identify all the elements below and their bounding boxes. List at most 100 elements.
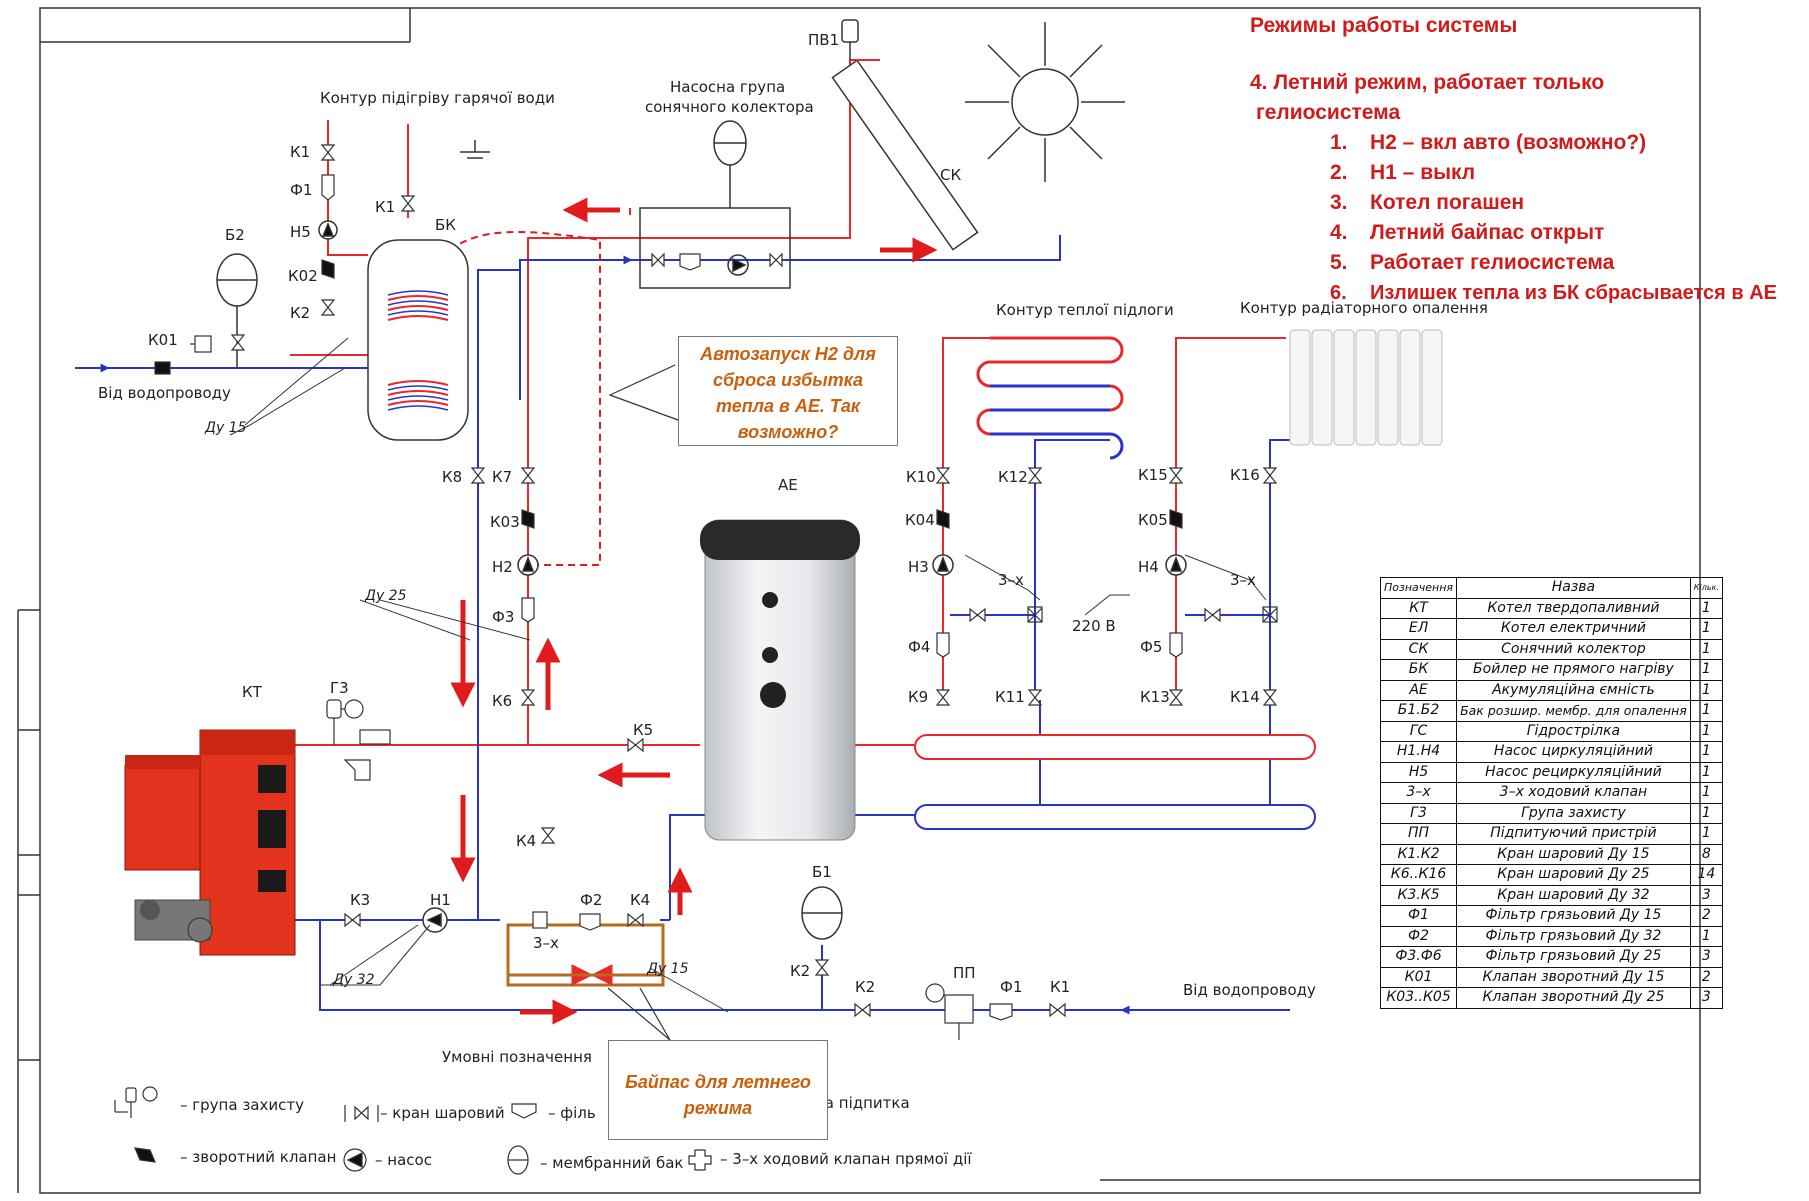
spec-cell-designation: Ф3.Ф6: [1379, 946, 1458, 968]
label-pv1: ПВ1: [808, 31, 839, 49]
label-k6: К6: [492, 692, 512, 710]
protection-group-g3: [326, 699, 391, 781]
label-pp: ПП: [953, 964, 976, 982]
operating-modes: Режимы работы системы 4. Летний режим, р…: [1250, 14, 1800, 308]
label-k1-bk: К1: [375, 198, 395, 216]
label-k4-mid: К4: [516, 832, 536, 850]
callout-autostart-line: возможно?: [737, 422, 839, 442]
spec-cell-name: Група захисту: [1456, 802, 1691, 824]
spec-cell-name: Підпитуючий пристрій: [1456, 823, 1691, 845]
spec-cell-qty: 1: [1689, 618, 1723, 640]
label-k04: К04: [905, 511, 935, 529]
mode-item-num: 2.: [1330, 161, 1348, 184]
callout-bypass-line: Байпас для летнего: [625, 1072, 811, 1092]
callout-pointer: [608, 364, 679, 421]
modes-title: Режимы работы системы: [1250, 14, 1518, 37]
spec-cell-qty: 8: [1689, 843, 1723, 865]
mode-item: 1.Н2 – вкл авто (возможно?): [1250, 128, 1800, 158]
pump-n4: [1165, 554, 1187, 576]
label-radiator-loop: Контур радіаторного опалення: [1240, 299, 1488, 317]
label-k01: К01: [148, 331, 178, 349]
label-solar-pump-group-1: Насосна група: [670, 78, 785, 96]
label-k03: К03: [490, 513, 520, 531]
mode-item-num: 5.: [1330, 251, 1348, 274]
solar-collector: [831, 59, 979, 251]
label-n3: Н3: [908, 558, 929, 576]
label-du15-bottom: Ду 15: [646, 961, 689, 977]
legend-membrane-tank: – мембранний бак: [540, 1154, 683, 1172]
label-k16: К16: [1230, 466, 1260, 484]
legend-protection-group: – група захисту: [180, 1096, 304, 1114]
spec-cell-name: Фільтр грязьовий Ду 25: [1456, 946, 1691, 968]
label-k1-bottom: К1: [1050, 978, 1070, 996]
label-k15: К15: [1138, 466, 1168, 484]
spec-cell-qty: 2: [1689, 966, 1723, 988]
label-kt: КТ: [242, 683, 263, 701]
callout-autostart-line: Автозапуск Н2 для: [700, 344, 876, 364]
spec-cell-qty: 1: [1689, 597, 1723, 619]
label-f3: Ф3: [492, 608, 514, 626]
spec-cell-designation: Г3: [1379, 802, 1458, 824]
label-f2: Ф2: [580, 891, 602, 909]
legend-check-valve: – зворотний клапан: [180, 1148, 336, 1166]
spec-cell-designation: БК: [1379, 659, 1458, 681]
legend-ball-valve-icon: [344, 1105, 379, 1122]
label-k2-bottom: К2: [855, 978, 875, 996]
label-k2-b1: К2: [790, 962, 810, 980]
spec-cell-name: Кран шаровий Ду 32: [1456, 884, 1691, 906]
label-k2-top: К2: [290, 304, 310, 322]
spec-cell-designation: Н1.Н4: [1379, 741, 1458, 763]
mode-item: 5.Работает гелиосистема: [1250, 248, 1800, 278]
legend-pump-icon: [343, 1148, 367, 1172]
label-warm-floor-loop: Контур теплої підлоги: [996, 301, 1174, 319]
label-k02: К02: [288, 267, 318, 285]
diagram-labels: Контур підігріву гарячої води Насосна гр…: [98, 31, 1488, 999]
ball-valves: [230, 144, 1278, 1018]
pump-n3: [932, 554, 954, 576]
mode-item-num: 3.: [1330, 191, 1348, 214]
modes-subtitle-line2: гелиосистема: [1256, 101, 1401, 124]
spec-header-name: Назва: [1456, 577, 1691, 599]
spec-cell-qty: 1: [1689, 802, 1723, 824]
spec-cell-qty: 1: [1689, 659, 1723, 681]
label-ae: АЕ: [778, 476, 798, 494]
accumulation-tank-ae: [700, 519, 860, 841]
legend-check-valve-icon: [134, 1147, 156, 1163]
spec-cell-qty: 1: [1689, 720, 1723, 742]
label-hot-water-loop: Контур підігріву гарячої води: [320, 89, 555, 107]
spec-cell-name: 3–х ходовий клапан: [1456, 782, 1691, 804]
spec-header-designation: Позначення: [1379, 577, 1458, 599]
legend-title: Умовні позначення: [442, 1048, 592, 1066]
label-k1-top: К1: [290, 143, 310, 161]
legend-ball-valve: – кран шаровий: [380, 1104, 505, 1122]
spec-cell-qty: 1: [1689, 679, 1723, 701]
makeup-device-pp: [925, 983, 974, 1040]
spec-cell-designation: ПП: [1379, 823, 1458, 845]
callout-bypass-line: режима: [683, 1098, 753, 1118]
spec-cell-name: Котел твердопаливний: [1456, 597, 1691, 619]
spec-cell-designation: Ф1: [1379, 905, 1458, 927]
modes-list: 1.Н2 – вкл авто (возможно?) 2.Н1 – выкл …: [1250, 128, 1800, 308]
label-k12: К12: [998, 468, 1028, 486]
legend-pump: – насос: [375, 1151, 432, 1169]
callout-autostart-n2: Автозапуск Н2 для сброса избытка тепла в…: [678, 336, 898, 446]
sun-icon: [965, 22, 1125, 182]
spec-cell-qty: 1: [1689, 782, 1723, 804]
pipes-cold: [75, 235, 1310, 1011]
label-k5: К5: [633, 721, 653, 739]
expansion-tank-b1: [801, 886, 843, 940]
label-k9: К9: [908, 688, 928, 706]
check-valve-k01: [190, 335, 212, 353]
spec-cell-designation: КТ: [1379, 597, 1458, 619]
label-k10: К10: [906, 468, 936, 486]
